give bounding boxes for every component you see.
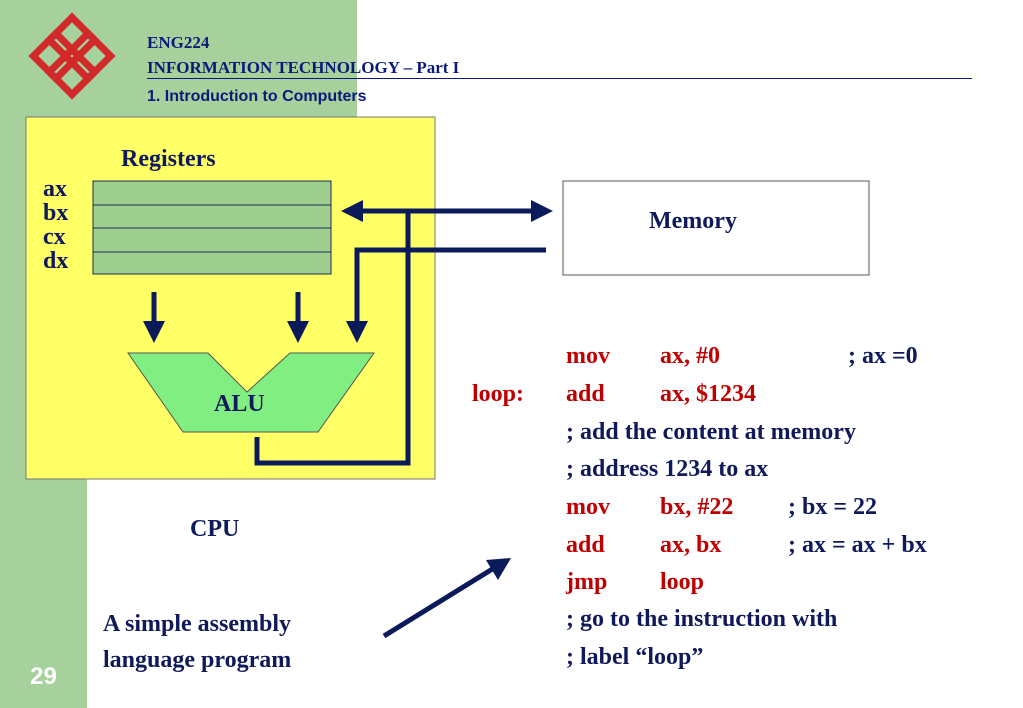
program-op: jmp: [566, 569, 608, 595]
register-ax: ax: [43, 176, 67, 202]
program-comment: ; bx = 22: [788, 494, 878, 520]
program-args: ax, bx: [660, 532, 722, 558]
program-args: loop: [660, 569, 705, 595]
header-rule: [147, 78, 972, 79]
loop-label: loop:: [472, 381, 525, 407]
program-op: add: [566, 532, 605, 558]
program-op: add: [566, 381, 605, 407]
memory-label: Memory: [649, 208, 737, 234]
register-dx: dx: [43, 248, 69, 274]
register-bx: bx: [43, 200, 69, 226]
caption-line-2: language program: [103, 647, 292, 673]
section-title: 1. Introduction to Computers: [147, 88, 367, 105]
register-bank: [92, 180, 332, 275]
course-code: ENG224: [147, 33, 210, 52]
page-number: 29: [30, 663, 57, 690]
caption-line-1: A simple assembly: [103, 611, 292, 637]
program-comment: ; ax = ax + bx: [788, 532, 927, 558]
program-note: ; label “loop”: [566, 644, 704, 670]
program-args: ax, #0: [660, 343, 720, 369]
course-title: INFORMATION TECHNOLOGY – Part I: [147, 58, 460, 77]
program-op: mov: [566, 494, 610, 520]
data-arrows: [143, 200, 553, 639]
program-note: ; go to the instruction with: [566, 606, 838, 632]
program-args: bx, #22: [660, 494, 734, 520]
program-args: ax, $1234: [660, 381, 756, 407]
university-logo: [28, 12, 116, 100]
program-note: ; address 1234 to ax: [566, 456, 769, 482]
program-comment: ; ax =0: [848, 343, 918, 369]
program-note: ; add the content at memory: [566, 419, 856, 445]
header-background: [357, 0, 1023, 118]
register-cx: cx: [43, 224, 66, 250]
memory-box: [562, 180, 870, 276]
program-op: mov: [566, 343, 610, 369]
cpu-label: CPU: [190, 516, 240, 542]
alu-label: ALU: [214, 391, 265, 417]
alu-shape: [127, 352, 375, 433]
registers-label: Registers: [121, 146, 216, 172]
